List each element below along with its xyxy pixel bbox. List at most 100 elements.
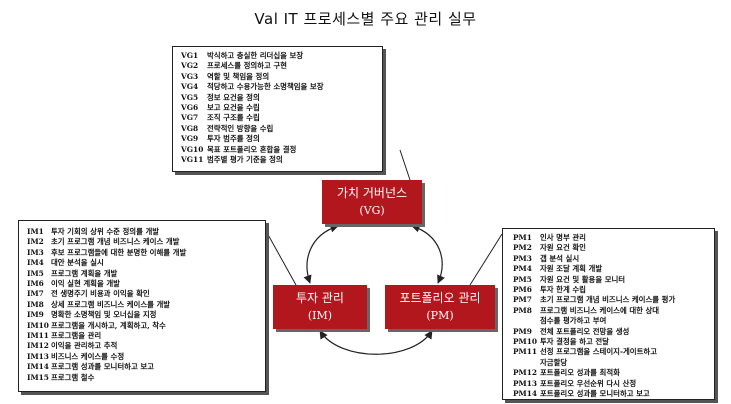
practice-item: PM4 자원 조달 계획 개발 xyxy=(513,264,710,274)
practice-text: 비즈니스 케이스를 수정 xyxy=(51,351,125,361)
practice-text: 포트폴리오 성과를 모니터하고 보고 xyxy=(540,389,650,399)
practice-text: 자원 요건 및 활용을 모니터 xyxy=(540,274,626,284)
practice-item: IM8 상세 프로그램 비즈니스 케이스를 개발 xyxy=(27,300,261,310)
practice-text: 포트폴리오 우선순위 다시 산정 xyxy=(540,378,637,388)
vg-callout-line xyxy=(399,149,411,181)
practice-text: 프로그램 비즈니스 케이스에 대한 상대 xyxy=(540,305,660,315)
practice-code: PM3 xyxy=(513,253,532,263)
practice-item: PM3 갭 분석 실시 xyxy=(513,254,710,264)
practice-item: VG6 보고 요건을 수립 xyxy=(181,103,376,113)
practice-code: VG3 xyxy=(181,71,199,81)
practice-code: IM13 xyxy=(27,351,49,361)
practice-code: PM9 xyxy=(513,326,532,336)
practice-code: PM13 xyxy=(513,378,538,388)
practice-code xyxy=(513,316,540,326)
practice-text: 포트폴리오 성과를 최적화 xyxy=(540,368,620,378)
practice-text: 상세 프로그램 비즈니스 케이스를 개발 xyxy=(51,299,171,309)
diagram-title: Val IT 프로세스별 주요 관리 실무 xyxy=(254,10,477,28)
practice-code: VG6 xyxy=(181,103,199,113)
practice-code: VG9 xyxy=(181,134,199,144)
practice-code: IM3 xyxy=(27,247,44,257)
practice-code: IM4 xyxy=(27,258,44,268)
vg-node-code: (VG) xyxy=(359,204,385,217)
practice-text: 선정 프로그램을 스테이지-게이트하고 xyxy=(540,347,658,357)
practice-text: 갭 분석 실시 xyxy=(540,253,580,263)
value-governance-node: 가치 거버넌스 (VG) xyxy=(322,180,422,224)
practice-code xyxy=(513,358,540,368)
practice-item: 자금할당 xyxy=(513,358,710,368)
practice-text: 이익을 관리하고 추적 xyxy=(51,341,118,351)
practice-text: 투자 범주를 정의 xyxy=(207,134,260,144)
practice-code: IM2 xyxy=(27,237,44,247)
practice-code: VG8 xyxy=(181,123,199,133)
practice-text: 프로그램 철수 xyxy=(51,372,95,382)
practice-code: VG4 xyxy=(181,82,199,92)
practice-code: IM6 xyxy=(27,279,44,289)
practice-code: VG11 xyxy=(181,155,204,165)
practice-code: IM8 xyxy=(27,299,44,309)
practice-text: 투자 결정을 하고 전달 xyxy=(540,337,609,347)
practice-text: 박식하고 충실한 리더십을 보장 xyxy=(207,51,304,60)
practice-code: VG10 xyxy=(181,144,204,154)
practice-code: PM10 xyxy=(513,337,538,347)
im-node-code: (IM) xyxy=(307,309,333,322)
arc-im-pm xyxy=(319,330,433,355)
practice-text: 초기 프로그램 개념 비즈니스 케이스를 평가 xyxy=(540,295,676,305)
practice-item: VG1 박식하고 충실한 리더십을 보장 xyxy=(181,51,376,61)
practice-text: 투자 한계 수립 xyxy=(540,285,586,295)
practice-code: VG1 xyxy=(181,51,199,60)
practice-code: PM2 xyxy=(513,243,532,253)
practice-code: VG5 xyxy=(181,92,199,102)
practice-code: IM1 xyxy=(27,227,44,236)
practice-code: PM6 xyxy=(513,285,532,295)
practice-text: 이익 실현 계획을 개발 xyxy=(51,279,120,289)
practice-text: 조직 구조를 수립 xyxy=(207,113,260,123)
practice-text: 점수를 평가하고 부여 xyxy=(540,316,607,326)
practice-code: IM10 xyxy=(27,320,49,330)
practice-item: VG9 투자 범주를 정의 xyxy=(181,134,376,144)
practice-text: 자원 조달 계획 개발 xyxy=(540,264,603,274)
im-node-name: 투자 관리 xyxy=(296,291,344,305)
practice-text: 프로세스를 정의하고 구현 xyxy=(207,61,287,71)
practice-text: 프로그램 성과를 모니터하고 보고 xyxy=(51,362,154,372)
arc-vg-pm xyxy=(411,224,445,284)
practice-text: 적당하고 수용가능한 소명책임을 보장 xyxy=(207,82,324,92)
pm-node-code: (PM) xyxy=(426,309,454,322)
practice-item: IM6 이익 실현 계획을 개발 xyxy=(27,279,261,289)
im-callout-line xyxy=(265,230,297,286)
practice-code: PM12 xyxy=(513,368,538,378)
practice-code: PM4 xyxy=(513,264,532,274)
practice-text: 정보 요건을 정의 xyxy=(207,92,260,102)
practice-text: 전 생명주기 비용과 이익을 확인 xyxy=(51,289,150,299)
portfolio-management-node: 포트폴리오 관리 (PM) xyxy=(385,285,495,329)
practice-item: 점수를 평가하고 부여 xyxy=(513,316,710,326)
practice-text: 보고 요건을 수립 xyxy=(207,103,260,113)
practice-text: 명확한 소명책임 및 오너십을 지정 xyxy=(51,310,157,320)
practice-item: PM6 투자 한계 수립 xyxy=(513,285,710,295)
